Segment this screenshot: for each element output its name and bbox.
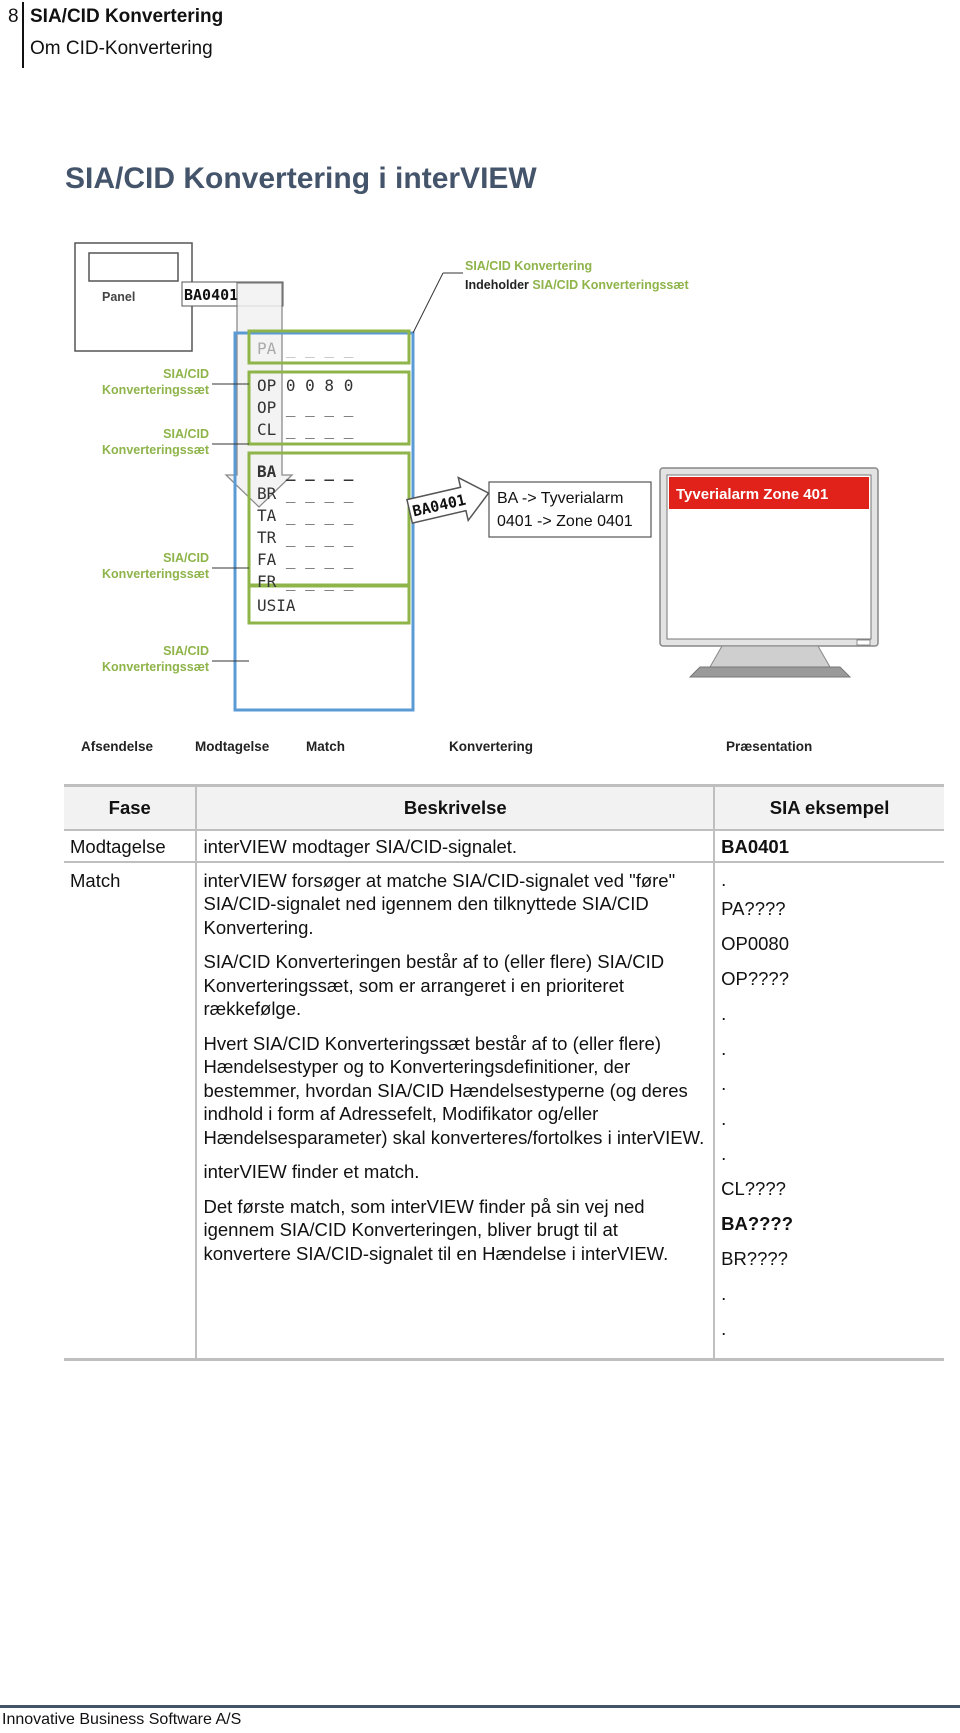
sia-line: . bbox=[721, 1317, 727, 1339]
signal-label: BA0401 bbox=[184, 286, 238, 304]
svg-text:Konverteringssæt: Konverteringssæt bbox=[102, 660, 210, 674]
set-label-1: SIA/CID Konverteringssæt bbox=[102, 367, 249, 397]
row1-sia: BA0401 bbox=[714, 830, 944, 863]
desc-paragraph: SIA/CID Konverteringen består af to (ell… bbox=[203, 951, 665, 1019]
mapping-note-line1: BA -> Tyverialarm bbox=[497, 490, 623, 507]
code-br: BR _ _ _ _ bbox=[257, 484, 354, 503]
conversion-arrow: BA0401 bbox=[406, 476, 490, 524]
callout-title: SIA/CID Konvertering bbox=[465, 259, 592, 273]
stage-praesentation: Præsentation bbox=[726, 739, 812, 754]
sia-line: OP0080 bbox=[721, 932, 789, 954]
monitor-alert-text: Tyverialarm Zone 401 bbox=[676, 486, 828, 503]
code-ba: BA _ _ _ _ bbox=[257, 462, 354, 481]
code-ta: TA _ _ _ _ bbox=[257, 506, 354, 525]
desc-paragraph: interVIEW forsøger at matche SIA/CID-sig… bbox=[203, 869, 676, 938]
callout-text: Indeholder SIA/CID Konverteringssæt bbox=[465, 278, 689, 292]
panel-label: Panel bbox=[102, 290, 135, 304]
table-row: Match interVIEW forsøger at matche SIA/C… bbox=[64, 861, 944, 1361]
desc-paragraph: Det første match, som interVIEW finder p… bbox=[203, 1195, 669, 1264]
code-fa: FA _ _ _ _ bbox=[257, 550, 354, 569]
sia-line: . bbox=[721, 1037, 727, 1059]
panel-display bbox=[88, 252, 179, 282]
monitor-alert-bar bbox=[669, 477, 869, 509]
stage-konvertering: Konvertering bbox=[449, 739, 533, 754]
code-cl: CL _ _ _ _ bbox=[257, 420, 354, 439]
sia-line: . bbox=[721, 1282, 727, 1304]
set-label-2: SIA/CID Konverteringssæt bbox=[102, 427, 249, 457]
sia-line: . bbox=[721, 1107, 727, 1129]
callout-prefix: Indeholder bbox=[465, 278, 532, 292]
sia-line: OP???? bbox=[721, 967, 789, 989]
svg-text:Konverteringssæt: Konverteringssæt bbox=[102, 383, 210, 397]
code-tr: TR _ _ _ _ bbox=[257, 528, 354, 547]
stage-afsendelse: Afsendelse bbox=[81, 739, 154, 754]
table-row: Modtagelse interVIEW modtager SIA/CID-si… bbox=[64, 830, 944, 863]
svg-text:SIA/CID: SIA/CID bbox=[163, 427, 209, 441]
code-op1: OP 0 0 8 0 bbox=[257, 376, 353, 395]
code-fr: FR _ _ _ _ bbox=[257, 572, 354, 591]
row2-fase: Match bbox=[64, 861, 198, 1361]
set-box-2 bbox=[247, 370, 411, 446]
svg-text:SIA/CID: SIA/CID bbox=[163, 551, 209, 565]
section-title: Om CID-Konvertering bbox=[30, 38, 213, 59]
svg-text:SIA/CID: SIA/CID bbox=[163, 367, 209, 381]
conversion-diagram: Panel BA0401 SIA/CID Konvertering Indeho… bbox=[74, 242, 879, 754]
footer-divider bbox=[0, 1705, 960, 1708]
set-box-1 bbox=[247, 329, 411, 365]
header-fase: Fase bbox=[64, 784, 198, 831]
svg-text:Konverteringssæt: Konverteringssæt bbox=[102, 443, 210, 457]
sia-line: BA???? bbox=[721, 1212, 794, 1234]
mapping-note-box bbox=[488, 481, 652, 538]
row1-desc: interVIEW modtager SIA/CID-signalet. bbox=[196, 830, 716, 863]
row2-sia: . PA???? OP0080 OP???? . . . . . CL???? … bbox=[714, 861, 944, 1361]
row1-fase: Modtagelse bbox=[64, 830, 198, 863]
desc-paragraph: interVIEW finder et match. bbox=[203, 1161, 420, 1182]
page-number: 8 bbox=[8, 6, 19, 27]
header-beskrivelse: Beskrivelse bbox=[196, 784, 716, 831]
svg-text:Konverteringssæt: Konverteringssæt bbox=[102, 567, 210, 581]
phase-table: Fase Beskrivelse SIA eksempel Modtagelse… bbox=[64, 784, 944, 1361]
row2-desc: interVIEW forsøger at matche SIA/CID-sig… bbox=[196, 861, 716, 1361]
stage-modtagelse: Modtagelse bbox=[195, 739, 270, 754]
svg-text:SIA/CID: SIA/CID bbox=[163, 644, 209, 658]
code-usia: USIA bbox=[257, 596, 296, 615]
sia-line: . bbox=[721, 1002, 727, 1024]
sia-line: CL???? bbox=[721, 1177, 786, 1199]
callout-highlight: SIA/CID Konverteringssæt bbox=[532, 278, 689, 292]
sia-line: BR???? bbox=[721, 1247, 788, 1269]
sia-line: . bbox=[721, 1072, 727, 1094]
sia-line: PA???? bbox=[721, 897, 786, 919]
set-label-4: SIA/CID Konverteringssæt bbox=[102, 644, 249, 674]
header-sia-eksempel: SIA eksempel bbox=[714, 784, 944, 831]
code-op2: OP _ _ _ _ bbox=[257, 398, 354, 417]
footer-company: Innovative Business Software A/S bbox=[2, 1711, 242, 1728]
sia-line: . bbox=[721, 1142, 727, 1164]
chapter-title: SIA/CID Konvertering bbox=[30, 6, 224, 27]
page-title: SIA/CID Konvertering i interVIEW bbox=[65, 162, 537, 195]
sia-line: . bbox=[721, 868, 727, 890]
table-header-row: Fase Beskrivelse SIA eksempel bbox=[64, 784, 944, 831]
header-divider bbox=[22, 2, 24, 68]
mapping-note-line2: 0401 -> Zone 0401 bbox=[497, 513, 633, 530]
set-label-3: SIA/CID Konverteringssæt bbox=[102, 551, 249, 581]
stage-match: Match bbox=[306, 739, 345, 754]
code-pa: PA _ _ _ _ bbox=[257, 339, 354, 358]
desc-paragraph: Hvert SIA/CID Konverteringssæt består af… bbox=[203, 1032, 705, 1148]
set-box-4 bbox=[247, 583, 411, 625]
